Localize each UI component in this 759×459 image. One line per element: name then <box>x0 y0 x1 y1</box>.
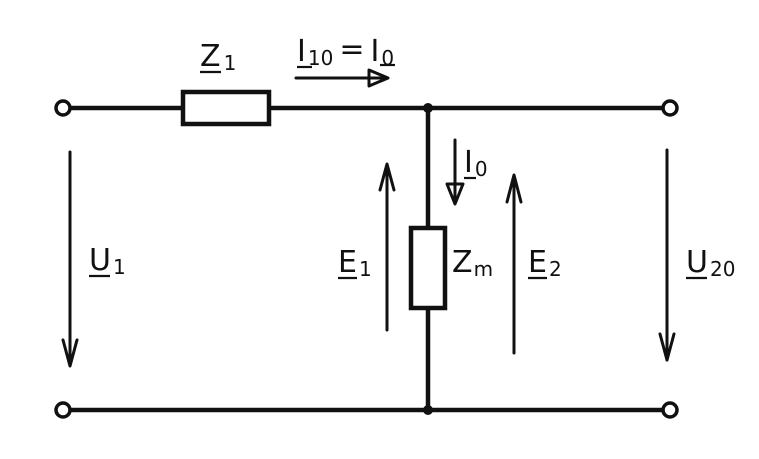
input-terminal-bottom <box>54 401 72 419</box>
label-e1-main: E <box>338 245 357 280</box>
label-zm: Zm <box>452 245 493 281</box>
voltage-arrow-u20 <box>658 148 676 362</box>
label-e1-sub: 1 <box>359 257 372 281</box>
svg-text:I0: I0 <box>464 145 488 181</box>
current-arrow-i0 <box>445 138 465 206</box>
label-i0-main: I <box>464 145 473 180</box>
label-u1-main: U <box>89 243 111 278</box>
junction-node-top <box>423 103 433 113</box>
output-terminal-bottom <box>661 401 679 419</box>
label-e2-main: E <box>528 245 547 280</box>
svg-text:E2: E2 <box>528 245 562 281</box>
svg-text:E1: E1 <box>338 245 372 281</box>
label-zm-main: Z <box>452 245 473 280</box>
output-terminal-top <box>661 99 679 117</box>
label-u20-main: U <box>686 245 708 280</box>
label-i0-sub: 0 <box>475 157 488 181</box>
input-terminal-top <box>54 99 72 117</box>
magnetizing-impedance-zm <box>408 225 448 311</box>
label-z1-main: Z <box>200 39 221 74</box>
label-equals: = <box>339 32 364 67</box>
label-i10-sub: 10 <box>308 46 333 70</box>
label-zm-sub: m <box>474 257 493 281</box>
emf-arrow-e2 <box>505 173 523 355</box>
series-impedance-z1 <box>180 89 272 127</box>
label-u20-sub: 20 <box>710 257 735 281</box>
svg-text:U1: U1 <box>89 243 126 279</box>
svg-text:I10=I0: I10=I0 <box>297 32 394 70</box>
label-i0-rhs-sub: 0 <box>381 46 394 70</box>
svg-text:Z1: Z1 <box>200 39 236 75</box>
label-i0-rhs-main: I <box>370 34 379 69</box>
label-u1-sub: 1 <box>113 255 126 279</box>
svg-text:Zm: Zm <box>452 245 493 281</box>
label-z1-sub: 1 <box>224 51 237 75</box>
junction-node-bottom <box>423 405 433 415</box>
emf-arrow-e1 <box>378 162 396 332</box>
svg-text:U20: U20 <box>686 245 735 281</box>
label-i10-main: I <box>297 34 306 69</box>
current-arrow-i10 <box>294 68 390 88</box>
label-e2-sub: 2 <box>549 257 562 281</box>
voltage-arrow-u1 <box>61 150 79 368</box>
